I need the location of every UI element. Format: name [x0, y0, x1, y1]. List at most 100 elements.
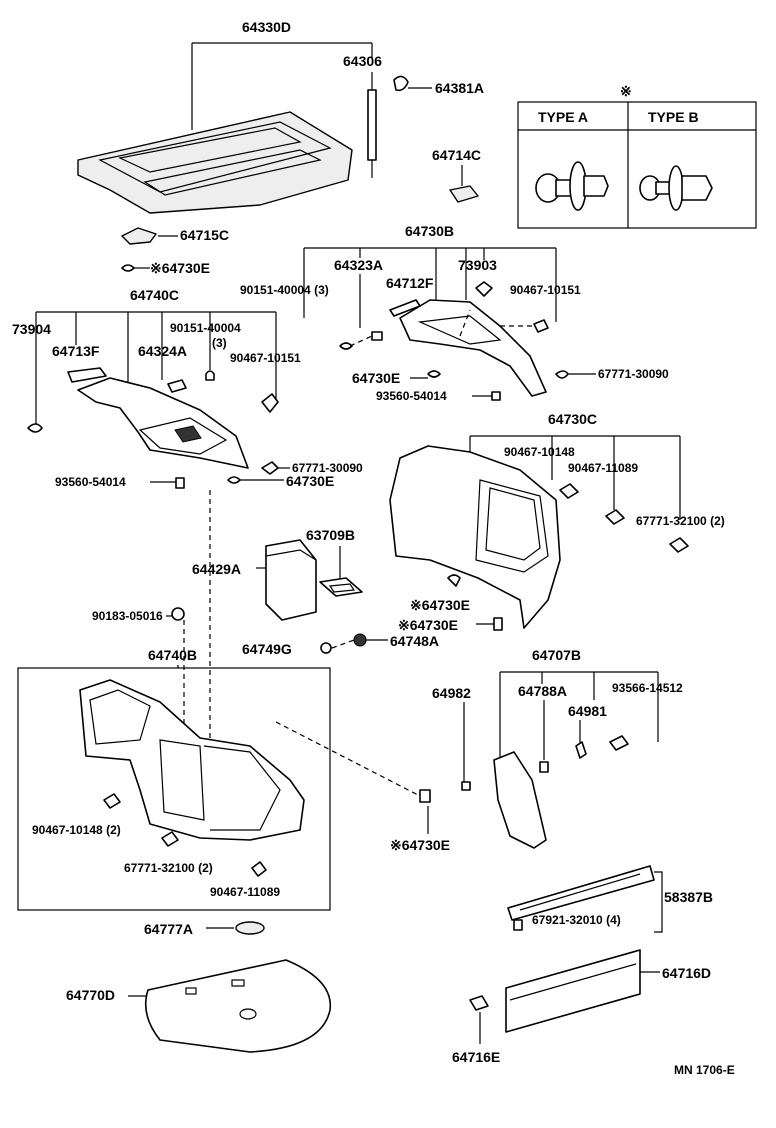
label-64323A: 64323A	[334, 257, 383, 273]
label-64712F: 64712F	[386, 275, 434, 291]
legend-type-b: TYPE B	[648, 109, 699, 125]
clip-90467-11089-b	[251, 861, 267, 877]
clip-type-b-icon	[639, 165, 713, 211]
panel-64740C-detail	[138, 417, 228, 455]
part-64777A-shape	[235, 921, 265, 935]
panel-64716D	[505, 949, 641, 1033]
part-64715C: 64715C	[121, 227, 229, 245]
label-90467-10148-a: 90467-10148	[504, 445, 575, 459]
screw-93560-b	[175, 477, 185, 489]
dashed-64730B	[349, 309, 534, 347]
clip-67771-30090-a	[555, 370, 569, 379]
clip-67771-30090-b	[261, 461, 279, 475]
panel-64740C	[77, 377, 249, 469]
label-64730C: 64730C	[548, 411, 597, 427]
mat-64770D	[144, 959, 332, 1053]
clip-64381A: 64381A	[393, 75, 484, 96]
label-67771-30090-b: 67771-30090	[292, 461, 363, 475]
leader-58387B	[654, 871, 663, 933]
label-64306: 64306	[343, 53, 382, 69]
label-67771-32100-a: 67771-32100 (2)	[636, 514, 725, 528]
label-64713F: 64713F	[52, 343, 100, 359]
panel-64716D-inner	[509, 963, 637, 1001]
panel-64740B-edge	[203, 745, 281, 831]
label-64730E-b: 64730E	[352, 370, 400, 386]
rail-58387B	[507, 865, 655, 921]
label-90151-40004-a: 90151-40004	[170, 321, 241, 335]
panel-64740B-cover	[159, 739, 205, 821]
part-64981-shape	[575, 741, 587, 759]
label-64730E-e: ※64730E	[398, 617, 458, 633]
antenna-part	[367, 89, 377, 161]
clip-64381A-part	[393, 75, 409, 92]
screw-93566-14512	[609, 735, 629, 751]
part-64749G	[320, 642, 332, 654]
group-64330D: 64330D 64306	[77, 19, 382, 214]
mat-hole-1	[185, 987, 197, 995]
panel-grille	[174, 425, 202, 443]
screw-93560-a	[491, 391, 501, 401]
clip-64716E	[469, 995, 489, 1011]
clip-type-a-icon	[535, 161, 609, 211]
label-93560-54014-b: 93560-54014	[55, 475, 126, 489]
clip-64730E-d	[447, 574, 461, 587]
label-64730B: 64730B	[405, 223, 454, 239]
label-64982: 64982	[432, 685, 471, 701]
label-63709B: 63709B	[306, 527, 355, 543]
dashed-verticals	[183, 490, 211, 750]
label-67921-32010: 67921-32010 (4)	[532, 913, 621, 927]
label-90183-05016: 90183-05016	[92, 609, 163, 623]
part-63709B-shape	[319, 577, 363, 597]
part-64715C-shape	[121, 227, 157, 245]
nut-90183-05016	[171, 607, 185, 621]
panel-64730B-detail	[417, 315, 502, 345]
panel-64740B	[79, 679, 305, 841]
legend-mark: ※	[620, 83, 632, 99]
label-90467-10148-b: 90467-10148 (2)	[32, 823, 121, 837]
label-58387B: 58387B	[664, 889, 713, 905]
group-64730B: 64730B 64323A 64712F 73903 90151-40004 (…	[240, 223, 669, 403]
mat-hole-3	[239, 1008, 257, 1020]
dashed-64749G	[331, 639, 355, 649]
box-64429A	[265, 539, 317, 621]
dashed-64730E-f	[275, 721, 421, 797]
label-90467-10151-a: 90467-10151	[230, 351, 301, 365]
clip-90467-10148-b	[103, 793, 121, 809]
mat-hole-2	[231, 979, 245, 987]
group-64740C: ※64730E 64740C 73904 64713F 64324A 90151…	[12, 260, 363, 489]
clip-67771-32100-a	[669, 537, 689, 553]
legend-box	[517, 101, 757, 229]
screw-90151-b	[339, 342, 353, 350]
leader-64730C	[469, 435, 681, 520]
part-64714C-shape	[449, 185, 479, 203]
panel-64740B-upper	[89, 689, 151, 745]
part-63709B-inner	[328, 583, 356, 593]
clip-67771-32100-b	[161, 831, 179, 847]
panel-64707B	[493, 751, 547, 849]
part-64788A-shape	[539, 761, 549, 773]
box-64429A-edge	[265, 549, 317, 561]
group-64730C: 64730C 90467-10148 90467-11089 67771-321…	[389, 411, 725, 633]
label-64707B: 64707B	[532, 647, 581, 663]
clip-64730E-b	[427, 370, 441, 378]
clip-90467-10148-a	[559, 483, 579, 499]
part-64323A-shape	[371, 331, 383, 341]
panel-64730B	[399, 299, 547, 397]
clip-90467-10151-b	[533, 319, 549, 333]
label-93560-54014-a: 93560-54014	[376, 389, 447, 403]
legend-grid	[518, 102, 756, 228]
label-67771-30090-a: 67771-30090	[598, 367, 669, 381]
legend-type-a: TYPE A	[538, 109, 588, 125]
clip-73903	[475, 281, 493, 297]
label-67771-32100-b: 67771-32100 (2)	[124, 861, 213, 875]
clip-90467-11089-a	[605, 509, 625, 525]
clip-64730E-c	[227, 476, 241, 484]
label-64730E-d: ※64730E	[410, 597, 470, 613]
part-64324A-shape	[167, 379, 187, 393]
box-64740B	[17, 667, 331, 911]
clip-64730E-a	[121, 264, 135, 272]
label-64981: 64981	[568, 703, 607, 719]
label-64770D: 64770D	[66, 987, 115, 1003]
tray-recess	[98, 121, 332, 193]
